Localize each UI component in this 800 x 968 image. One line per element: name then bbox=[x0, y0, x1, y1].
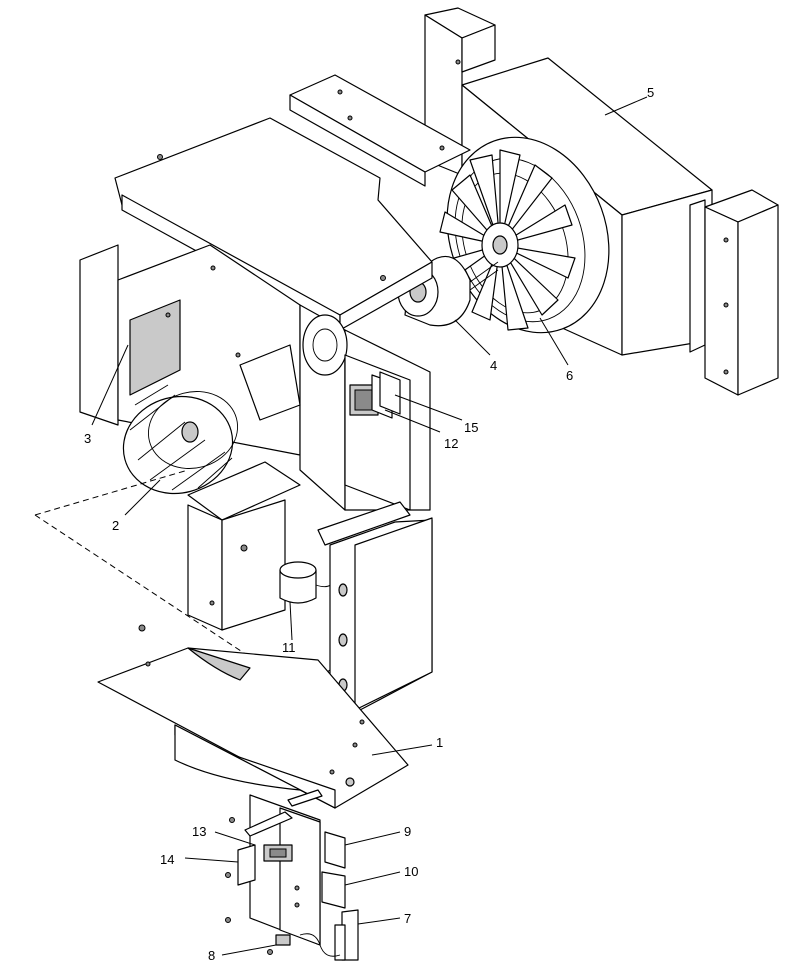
callout-labels: 1 2 3 4 5 6 7 8 9 10 11 12 13 14 15 bbox=[84, 85, 654, 963]
callout-6: 6 bbox=[566, 368, 573, 383]
blower-wheel bbox=[122, 384, 239, 495]
callout-11: 11 bbox=[282, 640, 296, 655]
leader-lines bbox=[91, 96, 648, 956]
callout-9: 9 bbox=[404, 824, 411, 839]
callout-5: 5 bbox=[647, 85, 654, 100]
right-access-panel bbox=[317, 501, 433, 711]
callout-10: 10 bbox=[404, 864, 418, 879]
base-pan bbox=[97, 624, 409, 809]
control-panel bbox=[344, 354, 411, 511]
callout-7: 7 bbox=[404, 911, 411, 926]
lower-partition bbox=[187, 461, 336, 631]
callout-8: 8 bbox=[208, 948, 215, 963]
callout-4: 4 bbox=[490, 358, 497, 373]
callout-14: 14 bbox=[160, 852, 174, 867]
electrical-bracket-assembly bbox=[225, 789, 359, 961]
callout-1: 1 bbox=[436, 735, 443, 750]
callout-2: 2 bbox=[112, 518, 119, 533]
callout-13: 13 bbox=[192, 824, 206, 839]
callout-12: 12 bbox=[444, 436, 458, 451]
callout-3: 3 bbox=[84, 431, 91, 446]
callout-15: 15 bbox=[464, 420, 478, 435]
